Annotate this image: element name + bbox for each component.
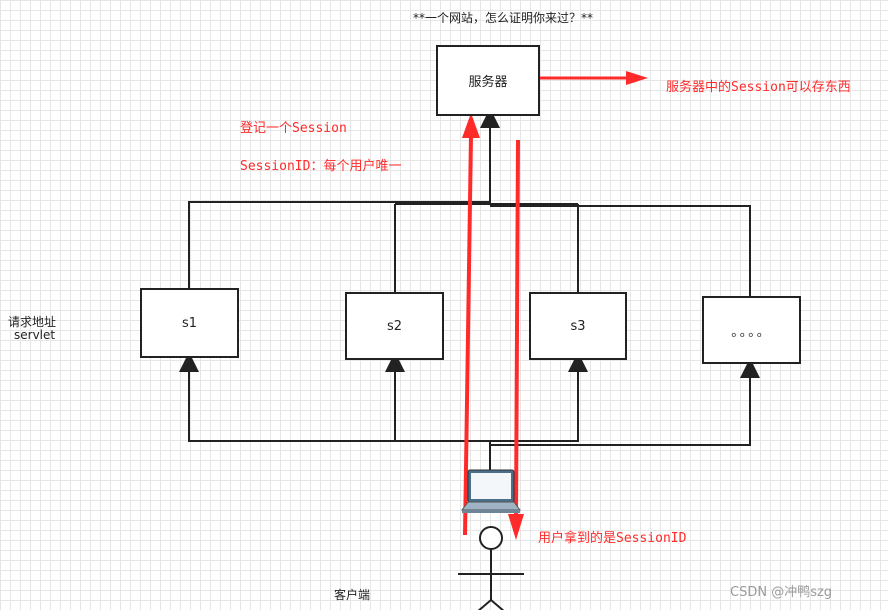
session-storage-annotation: 服务器中的Session可以存东西 <box>666 80 851 95</box>
s3-label: s3 <box>570 318 586 334</box>
session-id-annotation: SessionID：每个用户唯一 <box>240 159 402 174</box>
client-connectors <box>179 352 760 470</box>
user-stick-figure-icon <box>458 526 524 610</box>
left-label-servlet: servlet <box>14 328 56 342</box>
register-session-annotation: 登记一个Session <box>240 121 347 136</box>
client-label: 客户端 <box>334 588 371 602</box>
diagram-title: **一个网站，怎么证明你来过？** <box>413 11 594 25</box>
servlet-node-s2: s2 <box>345 292 444 360</box>
server-node: 服务器 <box>436 45 540 116</box>
server-connectors <box>188 108 751 298</box>
s2-label: s2 <box>386 318 403 334</box>
s1-label: s1 <box>181 315 198 331</box>
servlet-node-s1: s1 <box>140 288 239 358</box>
servlet-node-s3: s3 <box>529 292 627 360</box>
servlet-node-more: 。。。。 <box>702 296 801 364</box>
server-node-label: 服务器 <box>468 75 508 90</box>
red-arrows <box>462 71 648 540</box>
more-label: 。。。。 <box>731 324 772 340</box>
left-label-request-address: 请求地址 <box>8 315 57 329</box>
laptop-icon <box>461 469 521 513</box>
user-gets-id-annotation: 用户拿到的是SessionID <box>538 531 687 546</box>
watermark: CSDN @冲鸭szg <box>730 585 833 600</box>
